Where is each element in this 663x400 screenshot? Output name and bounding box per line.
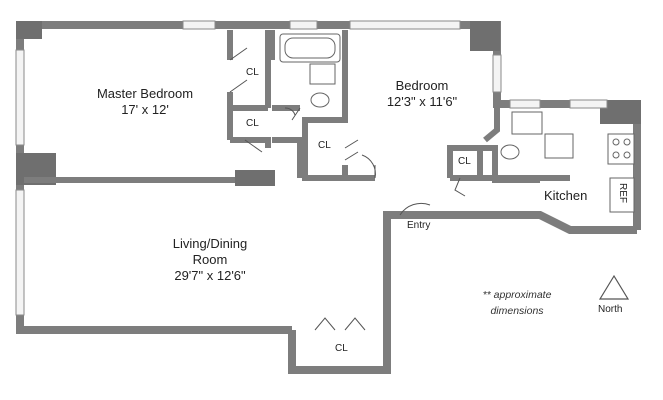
interior-walls	[24, 30, 570, 183]
windows	[15, 20, 608, 316]
master-bedroom-dims: 17' x 12'	[121, 102, 169, 117]
note-line1: ** approximate	[482, 289, 552, 301]
approximate-note: ** approximate dimensions	[472, 287, 562, 319]
bedroom-label: Bedroom 12'3" x 11'6"	[372, 78, 472, 110]
living-dims: 29'7" x 12'6"	[174, 268, 246, 283]
master-bedroom-name: Master Bedroom	[96, 86, 194, 101]
bath-fixtures	[279, 33, 543, 160]
bedroom-dims: 12'3" x 11'6"	[386, 94, 458, 109]
closet-label: CL	[246, 67, 259, 78]
kitchen-fixtures	[544, 133, 635, 213]
master-bedroom-label: Master Bedroom 17' x 12'	[80, 86, 210, 118]
door-swings	[229, 47, 466, 331]
living-name-line2: Room	[192, 252, 228, 267]
living-name-line1: Living/Dining	[172, 236, 248, 251]
fridge-label: REF	[617, 183, 628, 203]
north-label: North	[598, 304, 623, 315]
closet-label: CL	[458, 156, 471, 167]
north-arrow-icon	[598, 274, 630, 300]
kitchen-label: Kitchen	[544, 188, 588, 203]
living-dining-label: Living/Dining Room 29'7" x 12'6"	[150, 236, 270, 284]
note-line2: dimensions	[490, 305, 544, 317]
entry-label: Entry	[407, 220, 431, 231]
closet-label: CL	[246, 118, 259, 129]
closet-label: CL	[335, 343, 348, 354]
bedroom-name: Bedroom	[395, 78, 449, 93]
closet-label: CL	[318, 140, 331, 151]
